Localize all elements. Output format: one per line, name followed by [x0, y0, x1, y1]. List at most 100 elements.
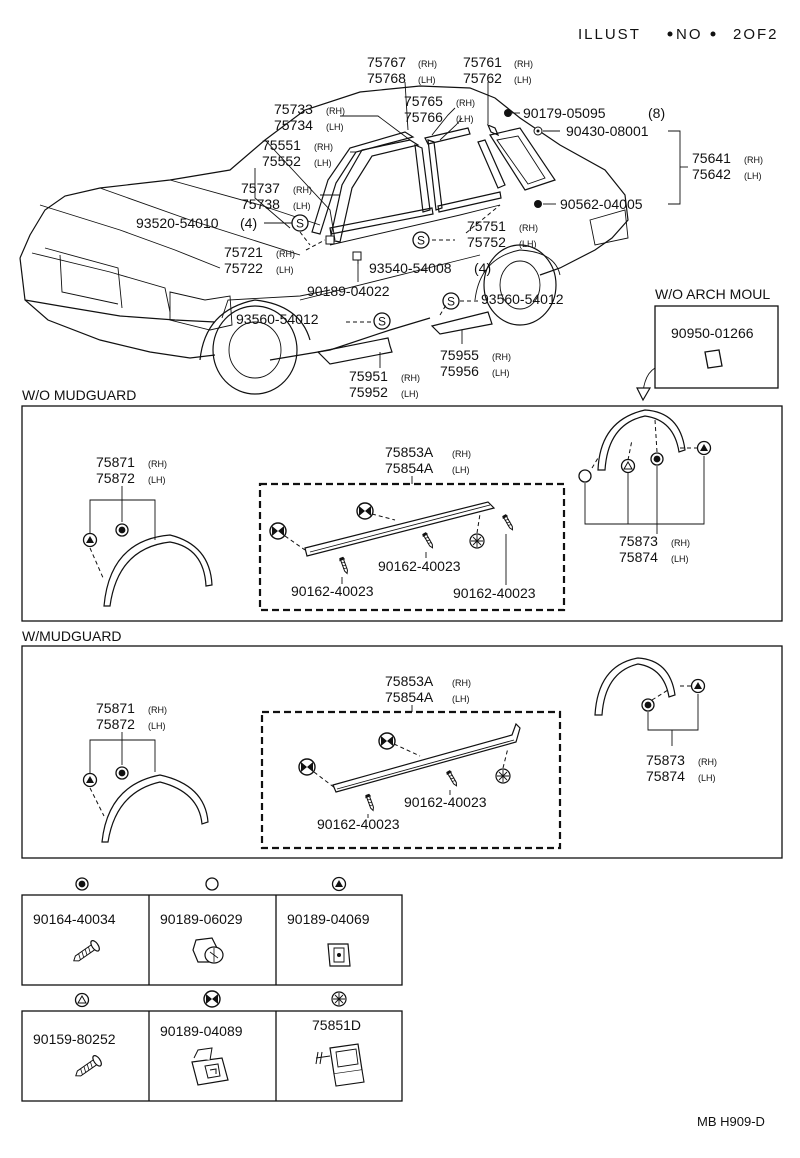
part-number: 75874 [646, 768, 685, 784]
svg-text:(LH): (LH) [452, 694, 470, 704]
quantity: (4) [474, 260, 491, 276]
svg-text:(RH): (RH) [519, 223, 538, 233]
svg-text:(LH): (LH) [671, 554, 689, 564]
legend-part-number: 90189-04089 [160, 1023, 243, 1039]
hollow-triangle-icon [620, 458, 636, 474]
part-number: 90162-40023 [404, 794, 487, 810]
part-number: 75956 [440, 363, 479, 379]
part-number: 75734 [274, 117, 313, 133]
svg-text:(RH): (RH) [276, 249, 295, 259]
side-moulding [304, 501, 496, 557]
svg-text:(LH): (LH) [744, 171, 762, 181]
part-number: 90162-40023 [378, 558, 461, 574]
asterisk-circle-icon [495, 768, 511, 784]
filled-triangle-icon [690, 678, 706, 694]
s-clip-icon [373, 312, 391, 330]
bowtie-circle-icon [269, 522, 287, 540]
part-number: 75642 [692, 166, 731, 182]
screw-icon [75, 1055, 102, 1077]
legend-part-number: 90164-40034 [33, 911, 116, 927]
bowtie-circle-icon [203, 990, 221, 1008]
header-dot [710, 31, 716, 37]
svg-text:(RH): (RH) [293, 185, 312, 195]
arch-moulding-panel: W/O ARCH MOUL 90950-01266 [636, 286, 779, 402]
part-number: 75952 [349, 384, 388, 400]
part-number: 75873 [619, 533, 658, 549]
bowtie-circle-icon [356, 502, 374, 520]
part-number: 75874 [619, 549, 658, 565]
part-number: 90562-04005 [560, 196, 643, 212]
push-clip-icon [192, 937, 224, 964]
legend-part-number: 90189-06029 [160, 911, 243, 927]
filled-triangle-icon [82, 772, 98, 788]
part-number: 75853A [385, 444, 434, 460]
screw-icon [73, 940, 100, 962]
part-number: 93560-54012 [481, 291, 564, 307]
screw-icon [363, 792, 377, 812]
part-number: 90179-05095 [523, 105, 606, 121]
part-number: 75873 [646, 752, 685, 768]
circle-dot-icon [650, 452, 664, 466]
side-moulding-group [258, 482, 566, 612]
part-number: 93540-54008 [369, 260, 452, 276]
part-number: 75871 [96, 454, 135, 470]
w-mudguard-box [21, 645, 783, 859]
part-number: 75752 [467, 234, 506, 250]
legend-part-number: 90189-04069 [287, 911, 370, 927]
illust-label: ILLUST [578, 26, 641, 43]
screw-icon [500, 513, 516, 532]
quantity: (8) [648, 105, 665, 121]
svg-text:(LH): (LH) [314, 158, 332, 168]
arch-panel-box [654, 305, 779, 389]
illust-header: ILLUST NO 2OF2 [578, 26, 779, 43]
side-moulding-group [260, 710, 562, 850]
hollow-triangle-icon [74, 992, 90, 1008]
filled-triangle-icon [696, 440, 712, 456]
svg-text:(RH): (RH) [514, 59, 533, 69]
screw-icon [444, 769, 460, 788]
rear-arch-moulding [597, 409, 686, 471]
window-mouldings [311, 109, 556, 365]
screw-icon [420, 531, 436, 550]
retainer-clip-icon [315, 1043, 365, 1087]
hollow-circle-icon [205, 877, 219, 891]
part-number: 75872 [96, 470, 135, 486]
arrow-down-icon [636, 387, 652, 402]
svg-text:(RH): (RH) [492, 352, 511, 362]
part-number: 75737 [241, 180, 280, 196]
section-title: W/MUDGUARD [22, 628, 122, 644]
cap-part-icon [704, 349, 723, 369]
legend-box-top [21, 894, 403, 986]
part-number: 75871 [96, 700, 135, 716]
svg-text:(RH): (RH) [456, 98, 475, 108]
part-number: 90162-40023 [291, 583, 374, 599]
part-number: 75738 [241, 196, 280, 212]
svg-text:(RH): (RH) [148, 459, 167, 469]
diagram-code: MB H909-D [697, 1114, 765, 1129]
part-number: 75854A [385, 460, 434, 476]
hollow-circle-icon [578, 469, 592, 483]
arch-panel-title: W/O ARCH MOUL [655, 286, 770, 302]
asterisk-circle-icon [469, 533, 485, 549]
svg-text:(RH): (RH) [744, 155, 763, 165]
part-number: 75767 [367, 54, 406, 70]
screw-icon [337, 555, 351, 575]
svg-text:(LH): (LH) [293, 201, 311, 211]
fastener-legend: 90164-40034 90189-06029 90189-04069 9015… [21, 876, 403, 1102]
clip-icon [191, 1047, 229, 1086]
legend-part-number: 90159-80252 [33, 1031, 116, 1047]
sheet-number: 2OF2 [733, 26, 779, 43]
svg-text:(RH): (RH) [452, 449, 471, 459]
part-number: 75733 [274, 101, 313, 117]
svg-text:(LH): (LH) [148, 721, 166, 731]
front-arch-moulding [101, 774, 209, 843]
svg-text:(RH): (RH) [148, 705, 167, 715]
circle-dot-icon [115, 766, 129, 780]
part-number: 75854A [385, 689, 434, 705]
car-part-labels: 75767 (RH) 75768 (LH) 75761 (RH) 75762 (… [136, 54, 763, 400]
illust-no-label: NO [676, 26, 703, 43]
part-number: 93520-54010 [136, 215, 219, 231]
svg-text:(RH): (RH) [671, 538, 690, 548]
